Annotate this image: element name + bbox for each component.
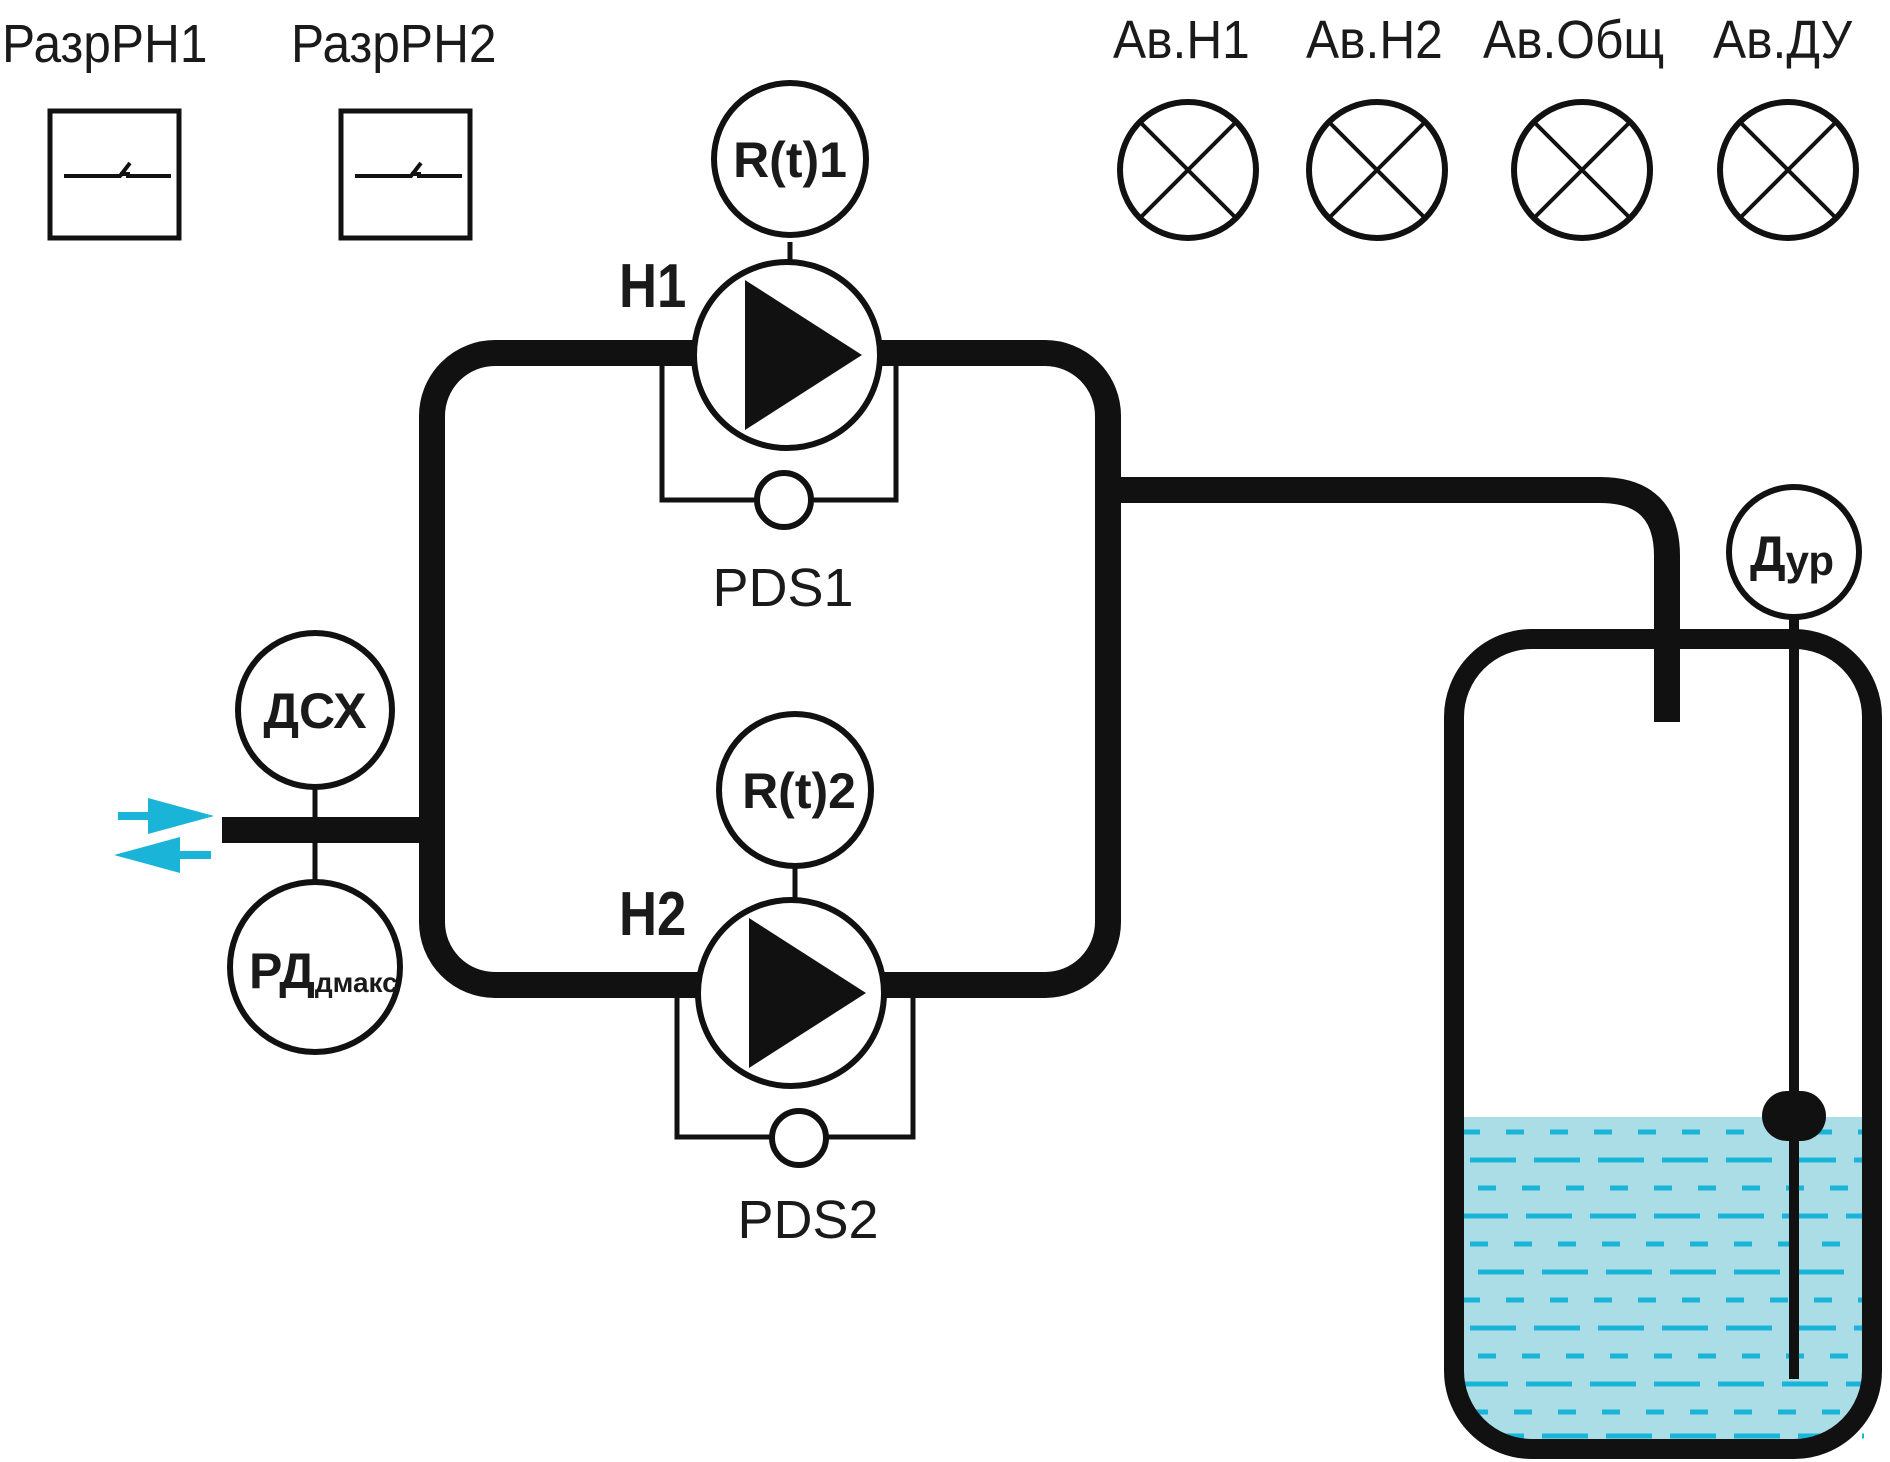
bidirectional-flow-icon <box>114 798 214 873</box>
suction-sensor-label: ДСХ <box>263 683 366 739</box>
pds1-label: PDS1 <box>712 558 853 618</box>
pump-1-label: Н1 <box>619 252 686 321</box>
switch-contact-icon <box>355 161 462 178</box>
alarm-lamp-1 <box>1117 99 1259 241</box>
pump-1[interactable] <box>659 80 899 530</box>
pds1-switch-icon <box>754 470 814 530</box>
pds2-switch-icon <box>769 1108 829 1168</box>
pump-2-label: Н2 <box>619 880 686 949</box>
pds2-label: PDS2 <box>737 1190 878 1250</box>
relay-1-circle <box>711 80 869 238</box>
alarm-lamp-3 <box>1511 99 1653 241</box>
alarm-label-1: Ав.Н1 <box>1113 9 1250 69</box>
relay-2-circle <box>716 711 874 869</box>
switch-label-1: РазрРН1 <box>2 13 208 73</box>
switch-contact-icon <box>64 161 171 178</box>
pressure-switch-label: РДдмакс <box>249 943 398 999</box>
switch-2[interactable] <box>338 108 473 241</box>
pump-1-arrow-icon <box>745 280 862 430</box>
pressure-switch <box>227 879 403 1055</box>
water-fill <box>1454 1117 1872 1449</box>
relay-1-label: R(t)1 <box>733 132 847 188</box>
level-sensor-label: Дур <box>1750 526 1834 584</box>
switch-label-2: РазрРН2 <box>291 13 497 73</box>
alarm-lamp-4 <box>1717 99 1859 241</box>
discharge-pipe <box>1110 477 1680 722</box>
relay-2-label: R(t)2 <box>742 763 856 819</box>
tank <box>1444 616 1882 1459</box>
alarm-lamp-2 <box>1306 99 1448 241</box>
level-float-icon <box>1762 1091 1826 1141</box>
pump-2-arrow-icon <box>749 918 866 1068</box>
pump-2[interactable] <box>674 711 916 1168</box>
switch-1[interactable] <box>47 108 182 241</box>
suction-pressure-sensor <box>235 630 395 790</box>
alarm-label-2: Ав.Н2 <box>1306 9 1443 69</box>
alarm-label-3: Ав.Общ <box>1483 9 1664 69</box>
alarm-label-4: Ав.ДУ <box>1713 9 1853 69</box>
level-sensor <box>1726 484 1862 620</box>
